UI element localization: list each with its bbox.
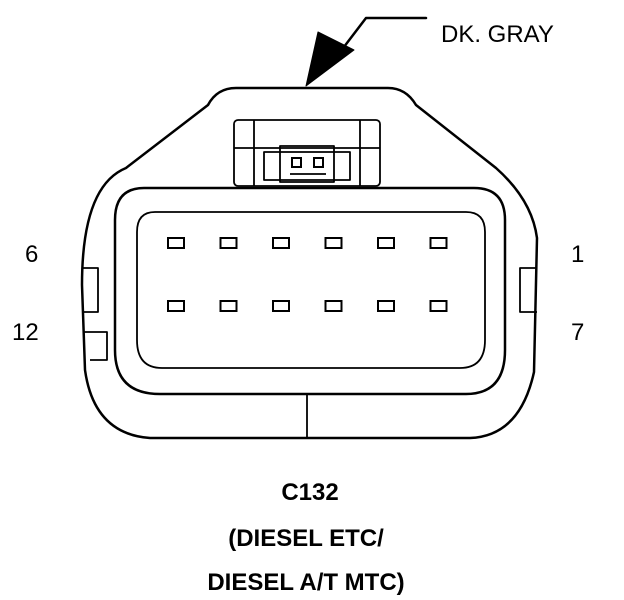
pin-cavity-9 <box>324 300 343 312</box>
pin-cavity-6 <box>167 237 185 249</box>
locking-latch <box>233 119 381 187</box>
wire-color-label: DK. GRAY <box>441 21 554 48</box>
pin-cavity-8 <box>377 300 395 312</box>
caption-line-2: DIESEL A/T MTC) <box>207 569 404 596</box>
pin-cavity-5 <box>219 237 238 249</box>
left-notch <box>82 267 99 313</box>
caption-line-1: (DIESEL ETC/ <box>228 525 384 552</box>
pin-cavity-12 <box>167 300 185 312</box>
connector-id: C132 <box>281 479 338 506</box>
pin-cavity-2 <box>377 237 395 249</box>
pin-cavity-1 <box>429 237 448 249</box>
mating-face <box>113 186 507 396</box>
pin-label-1: 1 <box>571 241 584 268</box>
pin-cavity-11 <box>219 300 238 312</box>
pin-cavity-10 <box>272 300 290 312</box>
leader-arrowhead <box>305 31 355 87</box>
mating-face-inner <box>136 211 486 369</box>
wire-color-leader <box>305 16 428 87</box>
right-notch <box>519 267 537 313</box>
connector-housing <box>80 86 539 440</box>
left-key-step <box>84 331 108 361</box>
pin-cavity-4 <box>272 237 290 249</box>
pin-label-7: 7 <box>571 319 584 346</box>
pin-cavity-7 <box>429 300 448 312</box>
pin-label-6: 6 <box>25 241 38 268</box>
pin-cavity-3 <box>324 237 343 249</box>
pin-cavities <box>167 237 448 312</box>
pin-label-12: 12 <box>12 319 39 346</box>
